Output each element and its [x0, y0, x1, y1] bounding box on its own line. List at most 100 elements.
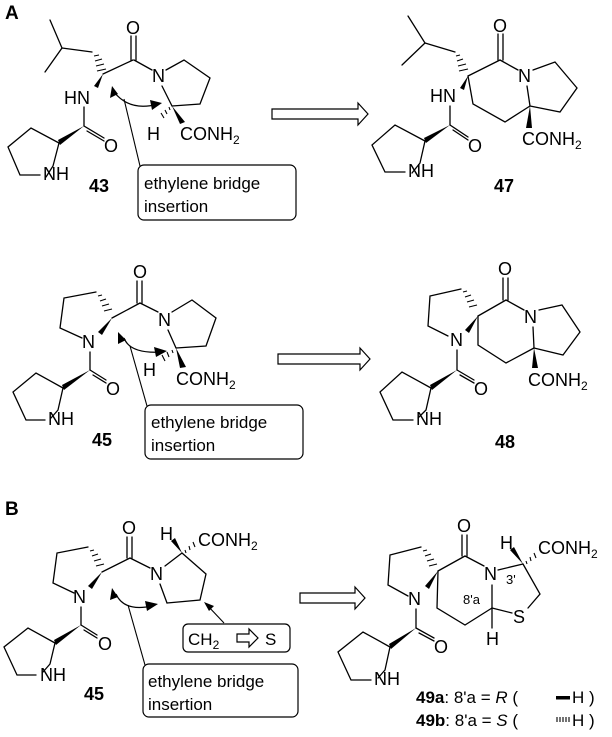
bond — [159, 583, 168, 604]
atom-o: O — [98, 634, 112, 654]
wedge-bond — [532, 348, 538, 368]
arrowhead-icon — [204, 602, 214, 611]
ring-bond — [371, 124, 426, 173]
bond — [449, 124, 469, 138]
bond — [505, 299, 525, 311]
atom-h: H — [160, 524, 173, 544]
atom-carboxamide: CONH2 — [198, 530, 258, 553]
atom-carboxamide: CONH2 — [528, 370, 588, 393]
ring-bond — [377, 646, 391, 679]
hashed-bond — [422, 549, 438, 567]
annotation-text: insertion — [144, 197, 208, 216]
atom-nh: NH — [48, 409, 74, 429]
wedge-bond — [389, 628, 416, 649]
atom-hn: HN — [430, 86, 456, 106]
ring-bond — [7, 127, 60, 176]
bond — [86, 130, 105, 142]
bond — [424, 42, 456, 53]
bond — [499, 59, 519, 71]
wedge-bond — [526, 106, 532, 128]
bold-bond-icon — [556, 696, 570, 700]
atom-o: O — [133, 262, 147, 282]
bond — [139, 302, 159, 313]
compound-label-43: 43 — [89, 176, 109, 196]
ring-bond — [166, 552, 207, 604]
arrowhead-icon — [110, 588, 118, 600]
wedge-bond — [58, 126, 84, 145]
compound-45-b: O N H CONH2 N O N — [3, 518, 258, 704]
wedge-bond — [171, 538, 182, 553]
wedge-bond — [94, 74, 103, 88]
atom-carboxamide: CONH2 — [180, 124, 240, 147]
bond — [532, 326, 535, 349]
ring-bond — [529, 61, 578, 113]
annotation-text: S — [265, 630, 276, 649]
legend-text: H ) — [572, 688, 595, 707]
wedge-bond — [430, 370, 457, 390]
bond — [459, 374, 475, 384]
bond — [167, 329, 177, 349]
annotation-box-ch2-to-s: CH2 S — [182, 623, 291, 653]
ring-bond — [387, 546, 422, 597]
atom-n: N — [150, 564, 163, 584]
legend-49a: 49a: 8'a = R ( H ) — [416, 688, 595, 707]
bond — [111, 302, 141, 319]
atom-n: N — [152, 66, 165, 86]
wedge-bond — [98, 318, 112, 335]
ring-bond — [379, 371, 432, 421]
bond — [437, 555, 466, 572]
bond — [452, 129, 469, 141]
atom-o: O — [106, 379, 120, 399]
atom-o: O — [434, 637, 448, 657]
atom-nh: NH — [43, 164, 69, 184]
bond — [401, 15, 426, 66]
ring-bond — [12, 372, 64, 421]
atom-n: N — [73, 587, 86, 607]
ring-bond — [427, 288, 462, 337]
atom-o: O — [104, 136, 118, 156]
ring-bond — [533, 304, 581, 356]
compound-label-45: 45 — [92, 430, 112, 450]
compound-48: O N CONH2 N O NH 48 — [379, 259, 588, 452]
ring-bond — [417, 387, 432, 419]
pointer-line — [123, 98, 141, 167]
wedge-bond — [424, 125, 450, 143]
hashed-bond-icon — [556, 717, 570, 722]
annotation-box-a1: ethylene bridge insertion — [137, 164, 297, 221]
bond — [133, 59, 153, 71]
bond — [477, 299, 507, 317]
bond — [491, 607, 513, 614]
hashed-bond — [161, 349, 174, 362]
ring-bond — [59, 291, 97, 339]
wedge-bond — [62, 370, 90, 390]
atom-o: O — [493, 16, 507, 36]
arrowhead-icon — [150, 100, 162, 110]
wedge-bond — [425, 571, 438, 589]
hashed-bond — [93, 54, 107, 72]
atom-o: O — [474, 379, 488, 399]
hashed-bond — [462, 290, 478, 308]
atom-o: O — [122, 518, 136, 538]
atom-n: N — [484, 564, 497, 584]
bond — [83, 125, 105, 139]
hashed-bond — [89, 549, 105, 567]
bond — [526, 85, 531, 107]
retrosynthesis-arrow-icon — [277, 346, 371, 372]
wedge-bond — [172, 106, 185, 124]
atom-s: S — [513, 607, 525, 627]
atom-nh: NH — [408, 161, 434, 181]
ring-bond — [50, 387, 64, 419]
bond — [464, 555, 485, 567]
atom-carboxamide: CONH2 — [522, 129, 582, 152]
compound-49: O N S H 8'a 3' H CONH2 N — [337, 516, 598, 689]
wedge-bond — [510, 547, 523, 564]
wedge-bond — [176, 348, 186, 368]
panel-label-a: A — [5, 3, 19, 24]
ring-bond — [42, 642, 56, 673]
ring-bond — [165, 59, 211, 107]
annotation-text: insertion — [148, 695, 212, 714]
wedge-bond — [88, 572, 102, 589]
bond — [101, 557, 131, 573]
wedge-bond — [465, 316, 478, 333]
atom-o: O — [126, 18, 140, 38]
